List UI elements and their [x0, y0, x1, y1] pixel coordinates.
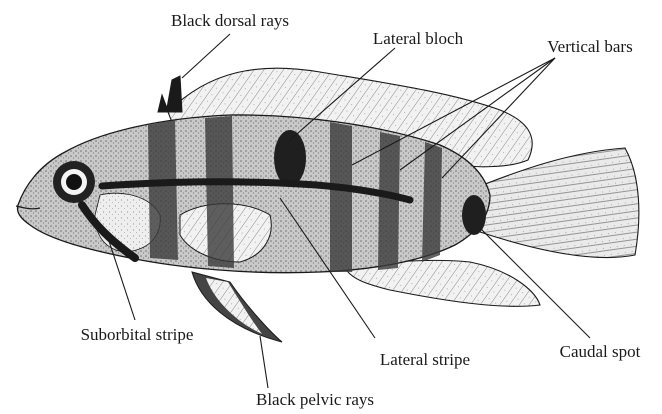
label-caudal-spot: Caudal spot — [560, 342, 641, 361]
label-lateral-bloch: Lateral bloch — [373, 29, 464, 48]
caudal-spot — [462, 195, 486, 235]
leader-black-pelvic-rays — [260, 336, 268, 388]
label-vertical-bars: Vertical bars — [547, 37, 632, 56]
label-suborbital-stripe: Suborbital stripe — [81, 325, 194, 344]
lateral-bloch — [274, 130, 306, 186]
label-lateral-stripe: Lateral stripe — [380, 350, 470, 369]
pupil — [66, 174, 82, 190]
label-black-dorsal-rays: Black dorsal rays — [171, 11, 289, 30]
label-black-pelvic-rays: Black pelvic rays — [256, 390, 374, 409]
black-dorsal-rays — [158, 76, 182, 112]
leader-black-dorsal-rays — [182, 34, 230, 78]
